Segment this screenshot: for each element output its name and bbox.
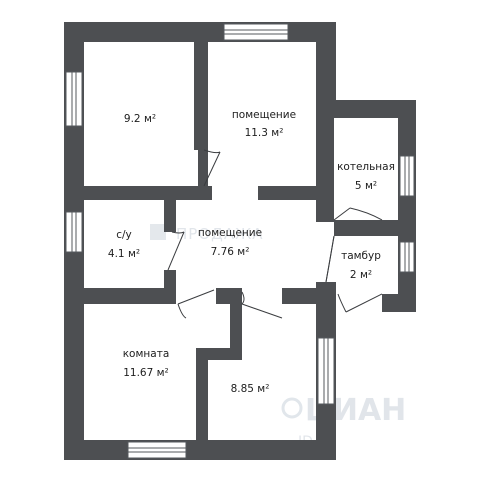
wall-lower-band-center (216, 288, 242, 304)
room-hall-area: 7.76 м² (211, 246, 250, 258)
annex-wall-bottom (382, 294, 416, 312)
room-vestibule: тамбур 2 м² (341, 250, 381, 281)
window-vestibule (399, 241, 415, 273)
outer-wall-right-upper (316, 22, 336, 102)
annex-divider (334, 220, 382, 236)
wall-lower-band-right (282, 288, 336, 304)
wall-tl-tc-stub (198, 150, 208, 190)
watermark-cian-icon (281, 397, 303, 419)
room-living: комната 11.67 м² (123, 348, 170, 379)
room-bath-name: с/у (116, 229, 132, 241)
window-top (223, 23, 289, 41)
room-bc-area: 8.85 м² (231, 383, 270, 395)
room-living-name: комната (123, 348, 170, 360)
door-boiler (333, 207, 383, 221)
door-tl-tc (203, 149, 221, 187)
outer-wall-top (64, 22, 336, 42)
door-hall-living (177, 289, 215, 319)
door-vestibule-hall (325, 235, 335, 283)
annex-wall-left (316, 100, 334, 222)
watermark-center-text: ПРОДАЖА (176, 225, 264, 243)
room-vestibule-area: 2 м² (350, 269, 372, 281)
room-boiler-name: котельная (337, 161, 395, 173)
door-entrance (337, 293, 383, 313)
room-tc: помещение 11.3 м² (232, 109, 296, 139)
room-boiler: котельная 5 м² (337, 161, 395, 192)
wall-tl-tc (194, 42, 208, 150)
room-labels: 9.2 м² помещение 11.3 м² котельная 5 м² … (108, 109, 395, 395)
wall-upper-band-right (258, 186, 316, 200)
window-left-upper (65, 71, 83, 127)
room-tc-area: 11.3 м² (245, 127, 284, 139)
room-hall: помещение 7.76 м² (198, 227, 262, 258)
watermark-center: ПРОДАЖА (150, 224, 264, 243)
wall-living-bc-upper (230, 290, 242, 360)
door-bath (167, 231, 185, 271)
annex-divider-right (382, 220, 416, 236)
room-bath: с/у 4.1 м² (108, 229, 140, 260)
window-right-lower (317, 337, 335, 405)
room-bc: 8.85 м² (231, 383, 270, 395)
room-vestibule-name: тамбур (341, 250, 381, 262)
wall-bath-hall-lower (164, 270, 176, 290)
wall-bath-hall (164, 200, 176, 232)
room-boiler-area: 5 м² (355, 180, 377, 192)
wall-upper-band-left (84, 186, 212, 200)
wall-hall-vestibule (316, 200, 334, 222)
annex-wall-right (398, 100, 416, 312)
wall-living-bc-lower (196, 348, 208, 440)
room-tl: 9.2 м² (124, 113, 156, 125)
room-tl-area: 9.2 м² (124, 113, 156, 125)
window-bottom (127, 441, 187, 459)
watermark-logo-icon (150, 224, 166, 240)
room-hall-name: помещение (198, 227, 262, 239)
door-hall-bc (241, 291, 283, 319)
room-bath-area: 4.1 м² (108, 248, 140, 260)
window-boiler (399, 155, 415, 197)
outer-wall-bottom (64, 440, 336, 460)
doors (167, 149, 383, 319)
windows (65, 23, 415, 459)
window-left-middle (65, 211, 83, 253)
room-tc-name: помещение (232, 109, 296, 121)
annex-wall-top (316, 100, 416, 118)
wall-lower-band-left (84, 288, 176, 304)
room-living-area: 11.67 м² (123, 367, 169, 379)
